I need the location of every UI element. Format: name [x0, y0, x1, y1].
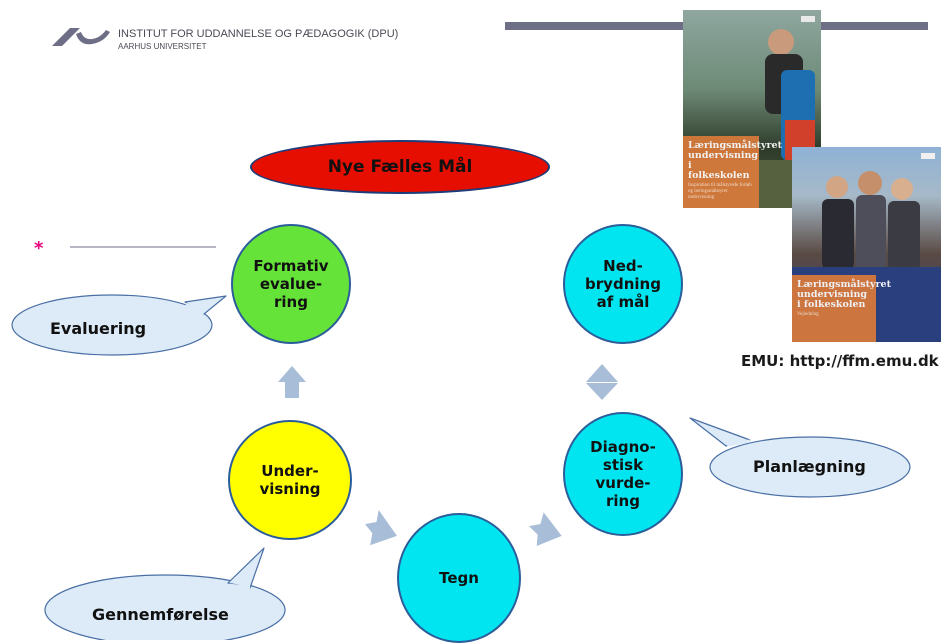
callout-evaluering-text: Evaluering	[50, 319, 147, 338]
institute-name: INSTITUT FOR UDDANNELSE OG PÆDAGOGIK (DP…	[118, 28, 399, 40]
cover1-logo-icon	[801, 16, 815, 22]
cover-photo-vejledning: Læringsmålstyret undervisning i folkesko…	[792, 147, 941, 342]
cover2-logo-icon	[921, 153, 935, 159]
callout-gennemforelse-text: Gennemførelse	[92, 605, 229, 624]
node-undervisning: Under- visning	[228, 420, 352, 540]
callout-planlaegning-seam	[726, 439, 751, 447]
node-formativ-evaluering: Formativ evalue- ring	[231, 224, 351, 344]
callout-gennemforelse-tail	[227, 547, 265, 589]
au-logo-icon	[52, 28, 110, 46]
arrow-to-undervisning-icon	[365, 510, 397, 546]
arrow-bidirectional-down-icon	[586, 383, 618, 400]
asterisk-marker: *	[34, 238, 44, 259]
university-name: AARHUS UNIVERSITET	[118, 42, 207, 51]
callout-evaluering-seam	[185, 302, 205, 315]
cover2-title: Læringsmålstyret undervisning i folkesko…	[797, 279, 891, 310]
node-tegn: Tegn	[397, 513, 521, 643]
node-diagnostisk-vurdering: Diagno- stisk vurde- ring	[563, 412, 683, 536]
callout-planlaegning-text: Planlægning	[753, 457, 866, 476]
arrow-to-tegn-icon	[529, 512, 562, 547]
node-nedbrydning: Ned- brydning af mål	[563, 224, 683, 344]
callout-planlaegning-bubble	[709, 436, 911, 498]
arrow-up-icon	[278, 366, 306, 398]
emu-link-label: EMU: http://ffm.emu.dk	[741, 352, 939, 370]
cover1-title: Læringsmålstyret undervisning i folkesko…	[688, 140, 782, 181]
arrow-bidirectional-up-icon	[586, 364, 618, 382]
nye-faelles-maal-oval: Nye Fælles Mål	[250, 140, 550, 194]
callout-gennemforelse-seam	[228, 583, 251, 590]
callout-evaluering-bubble	[11, 294, 213, 356]
cover1-subtitle: Inspiration til målstyrede forløb og lær…	[688, 183, 752, 200]
cover2-subtitle: Vejledning	[797, 312, 819, 317]
